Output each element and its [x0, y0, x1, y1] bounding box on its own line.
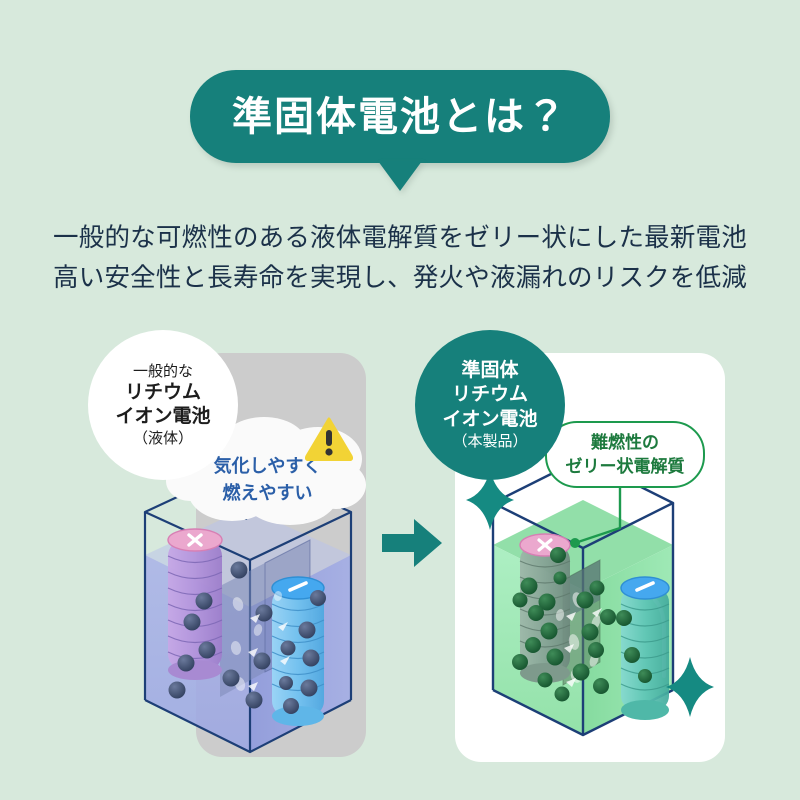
- badge-right-line-3: イオン電池: [442, 408, 538, 430]
- badge-right-line-4: （本製品）: [452, 432, 528, 450]
- badge-conventional-battery: 一般的な リチウム イオン電池 （液体）: [88, 330, 238, 480]
- badge-left-line-1: 一般的な: [132, 362, 193, 380]
- subtitle: 一般的な可燃性のある液体電解質をゼリー状にした最新電池 高い安全性と長寿命を実現…: [0, 218, 800, 298]
- badge-right-line-2: リチウム: [451, 384, 528, 406]
- title-banner: 準固体電池とは？: [190, 70, 610, 163]
- speech-bubble-text: 気化しやすく 燃えやすい: [160, 453, 375, 507]
- subtitle-line-1: 一般的な可燃性のある液体電解質をゼリー状にした最新電池: [53, 224, 747, 252]
- callout-line-2: ゼリー状電解質: [565, 456, 685, 476]
- callout-gel-electrolyte: 難燃性の ゼリー状電解質: [545, 421, 705, 488]
- arrow-right-icon: [382, 519, 442, 567]
- callout-line-1: 難燃性の: [591, 432, 659, 452]
- warning-triangle-icon: [305, 417, 353, 461]
- badge-semi-solid-battery: 準固体 リチウム イオン電池 （本製品）: [415, 330, 565, 480]
- badge-left-line-3: イオン電池: [115, 406, 211, 427]
- subtitle-line-2: 高い安全性と長寿命を実現し、発火や液漏れのリスクを低減: [53, 264, 747, 292]
- badge-left-line-4: （液体）: [132, 430, 193, 448]
- title-banner-tail: [378, 161, 422, 191]
- badge-left-line-2: リチウム: [124, 381, 201, 403]
- speech-bubble-line-2: 燃えやすい: [222, 483, 313, 503]
- speech-bubble-line-1: 気化しやすく: [213, 456, 322, 476]
- badge-right-line-1: 準固体: [461, 359, 519, 381]
- page-title: 準固体電池とは？: [232, 94, 568, 139]
